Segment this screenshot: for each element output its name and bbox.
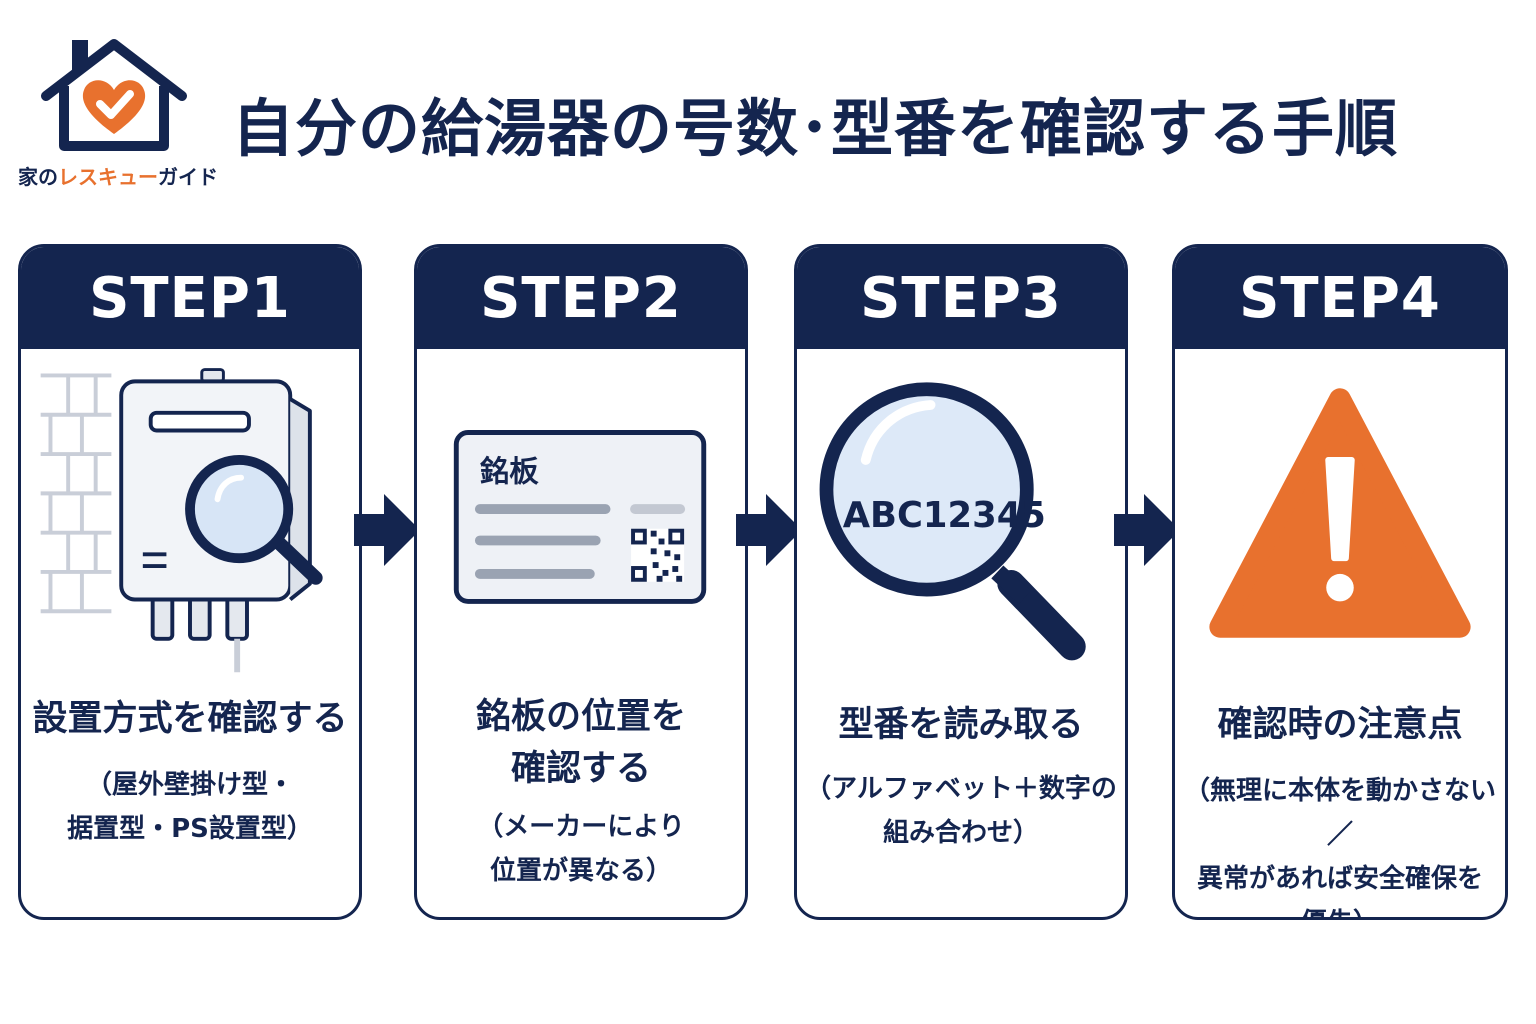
nameplate-icon: 銘板	[453, 430, 707, 604]
step-label: STEP3	[797, 247, 1125, 349]
step-card-2: STEP2 銘板 銘板の位置を 確認する （メーカーにより 位置が異なる）	[414, 244, 748, 920]
step-card-1: STEP1 設置方式を確認する （屋外壁掛け型・ 据置型・PS設置型）	[18, 244, 362, 920]
model-number-example: ABC12345	[843, 495, 1046, 536]
step-title: 型番を読み取る	[838, 705, 1084, 745]
water-heater-with-magnifier-icon	[40, 368, 323, 673]
qr-code-icon	[631, 528, 685, 582]
step-label: STEP2	[417, 247, 745, 349]
step-title: 設置方式を確認する	[32, 699, 348, 739]
house-heart-icon	[41, 39, 187, 151]
brand-logo: 家のレスキューガイド	[18, 34, 218, 194]
step-note: （メーカーにより 位置が異なる）	[477, 812, 685, 886]
step-title: 確認時の注意点	[1217, 705, 1463, 745]
page-title: 自分の給湯器の号数･型番を確認する手順	[232, 92, 1399, 165]
nameplate-label: 銘板	[480, 455, 539, 489]
arrow-right-icon	[1114, 494, 1180, 566]
brand-name: 家のレスキューガイド	[18, 165, 218, 189]
step-note: （無理に本体を動かさない／ 異常があれば安全確保を 優先）	[1183, 776, 1496, 917]
step-label: STEP4	[1175, 247, 1505, 349]
magnifier-icon: ABC12345	[819, 382, 1086, 661]
step-card-4: STEP4 確認時の注意点 （無理に本体を動かさない／ 異常があれば安全確保を …	[1172, 244, 1508, 920]
step-title: 銘板の位置を 確認する	[475, 697, 686, 789]
warning-icon	[1209, 388, 1471, 638]
arrow-right-icon	[354, 494, 420, 566]
step-note: （アルファベット＋数字の 組み合わせ）	[805, 774, 1117, 848]
step-label: STEP1	[21, 247, 359, 349]
arrow-right-icon	[736, 494, 802, 566]
step-note: （屋外壁掛け型・ 据置型・PS設置型）	[67, 770, 313, 844]
step-card-3: STEP3 ABC12345 型番を読み取る （アルファベット＋数字の 組み合わ…	[794, 244, 1128, 920]
